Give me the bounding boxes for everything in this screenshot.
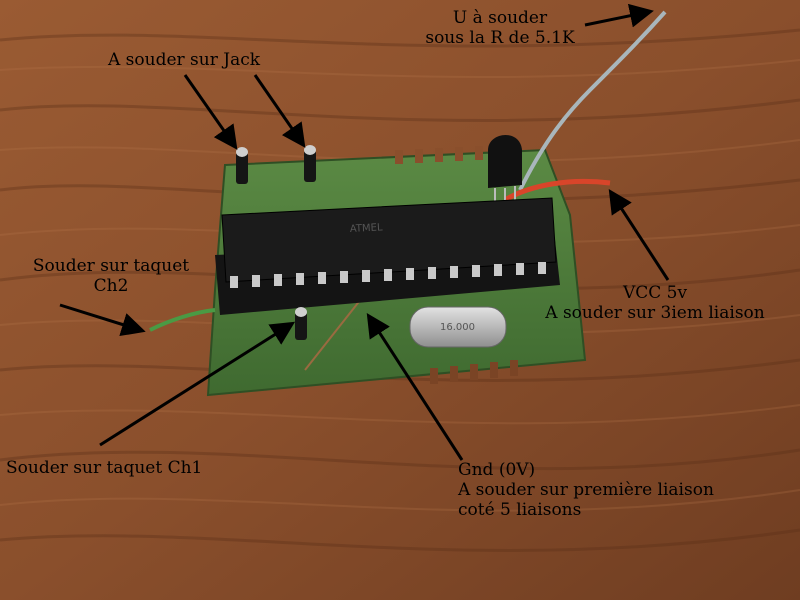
pcb-bottom-notches — [430, 360, 518, 384]
label-gnd-line1: Gnd (0V) — [458, 460, 536, 480]
svg-text:16.000: 16.000 — [440, 322, 475, 333]
crystal-oscillator: 16.000 — [409, 306, 507, 348]
arrow-vcc — [608, 188, 670, 281]
label-gnd-line2: A souder sur première liaison — [458, 480, 714, 500]
label-vcc-line2: A souder sur 3iem liaison — [545, 303, 765, 323]
gray-wire — [518, 10, 667, 191]
label-ch2-line1: Souder sur taquet — [32, 256, 190, 276]
label-ch1: Souder sur taquet Ch1 — [6, 458, 202, 478]
label-u: U à souder sous la R de 5.1K — [400, 8, 600, 48]
label-jack-line1: A souder sur Jack — [108, 50, 261, 70]
ch1-pin — [295, 307, 307, 340]
label-gnd: Gnd (0V) A souder sur première liaison c… — [458, 460, 714, 520]
svg-text:ATMEL: ATMEL — [350, 222, 384, 235]
label-ch1-line1: Souder sur taquet Ch1 — [6, 458, 203, 478]
label-vcc: VCC 5v A souder sur 3iem liaison — [520, 283, 790, 323]
jack-pin-left — [236, 147, 248, 184]
chip-pins — [230, 262, 546, 288]
pcb-top-notches — [395, 146, 483, 164]
arrow-jack-right — [253, 74, 306, 148]
arrow-ch1 — [99, 321, 296, 447]
arrow-jack-left — [183, 74, 238, 150]
label-ch2: Souder sur taquet Ch2 — [6, 256, 216, 296]
label-u-line1: U à souder — [452, 8, 548, 28]
arrow-ch2 — [59, 303, 146, 337]
green-wire — [149, 308, 216, 332]
label-ch2-line2: Ch2 — [93, 276, 129, 296]
label-gnd-line3: coté 5 liaisons — [458, 500, 582, 520]
arrow-gnd — [366, 312, 464, 461]
label-vcc-line1: VCC 5v — [622, 283, 688, 303]
label-u-line2: sous la R de 5.1K — [425, 28, 575, 48]
jack-pin-right — [304, 145, 316, 182]
label-jack: A souder sur Jack — [108, 50, 260, 70]
annotation-arrows — [59, 3, 670, 461]
microcontroller-chip: ATMEL — [221, 197, 557, 283]
red-wire — [503, 178, 611, 203]
arrow-u — [584, 3, 654, 28]
